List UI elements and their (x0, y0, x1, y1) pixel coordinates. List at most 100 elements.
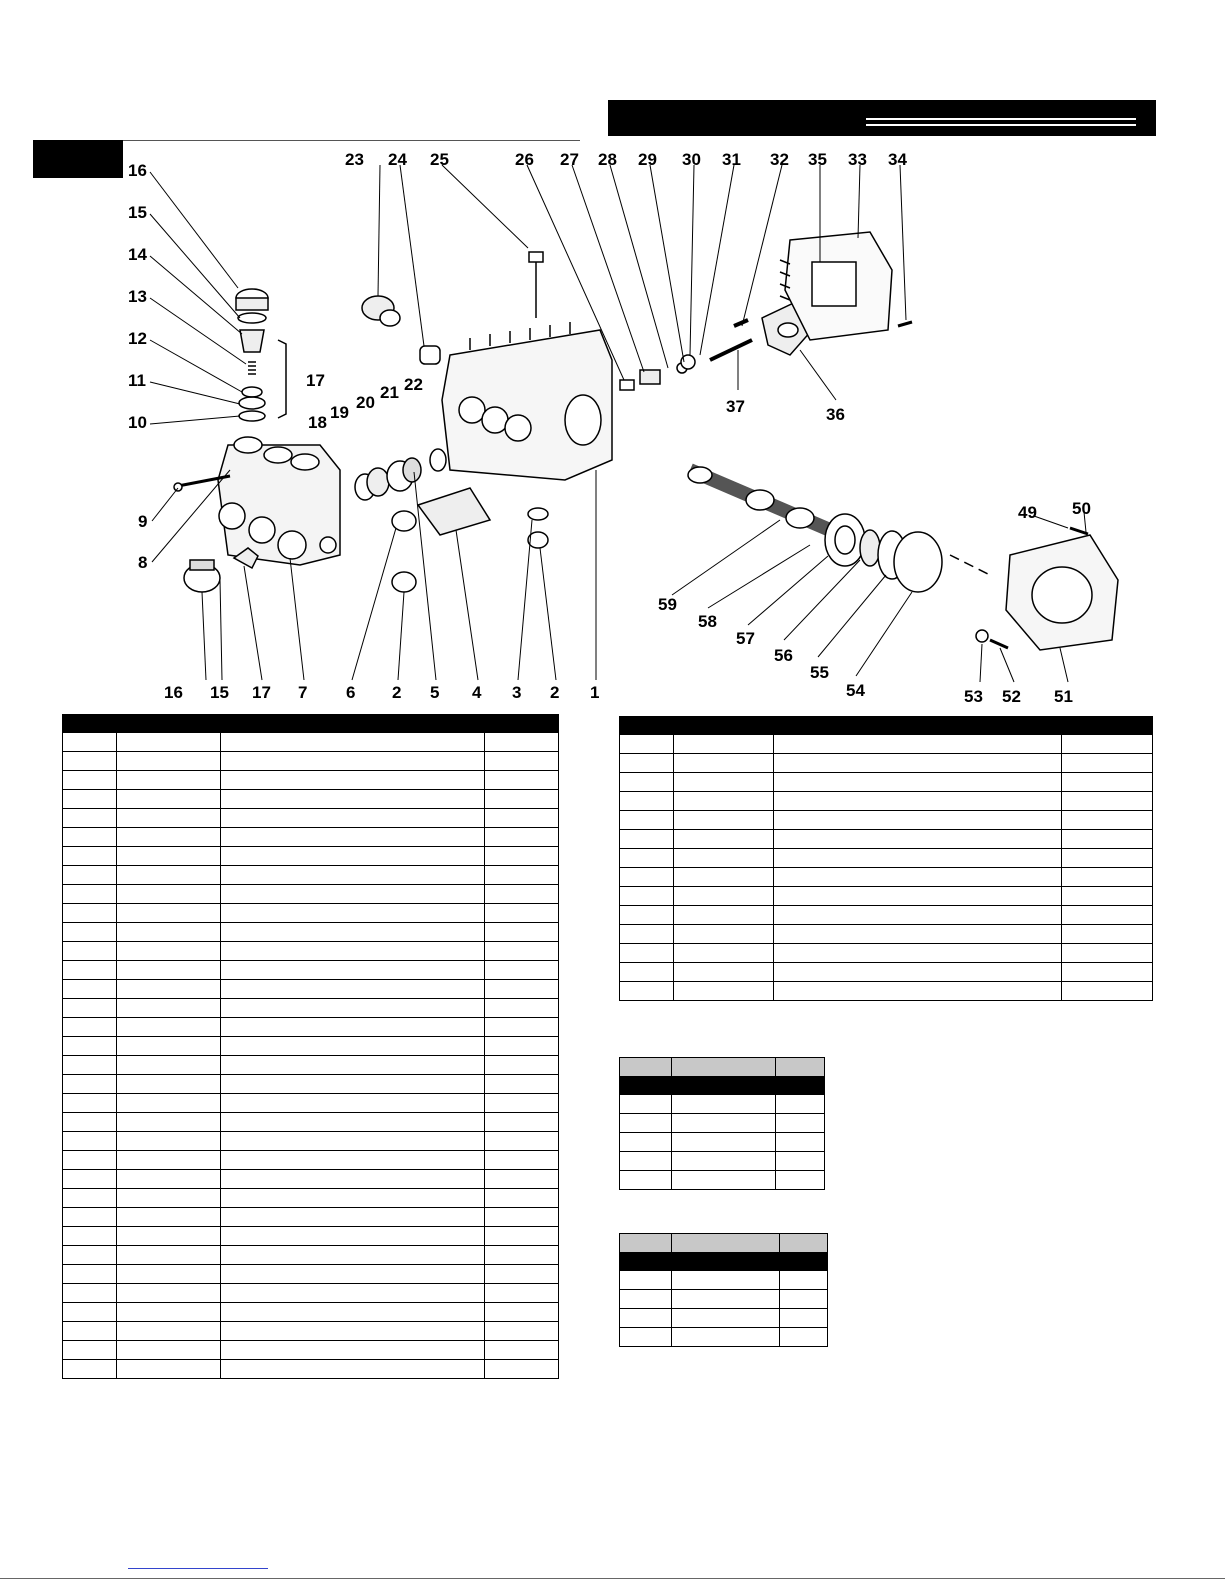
table-cell (62, 1207, 117, 1227)
table-cell (484, 1055, 559, 1075)
table-row (62, 979, 559, 999)
table-cell (673, 867, 774, 887)
table-cell (220, 1093, 485, 1113)
table-cell (116, 1036, 221, 1056)
table-cell (116, 922, 221, 942)
table-cell (220, 1169, 485, 1189)
table-cell (220, 1340, 485, 1360)
table-cell (484, 865, 559, 885)
table-row (619, 734, 1153, 754)
table-cell (1061, 981, 1153, 1001)
table-cell (484, 1302, 559, 1322)
table-cell (116, 827, 221, 847)
table-cell (62, 751, 117, 771)
table-row (62, 827, 559, 847)
table-cell (116, 1340, 221, 1360)
table-row (619, 1132, 825, 1152)
callout-21: 21 (380, 383, 399, 402)
table-cell (220, 903, 485, 923)
table-row (62, 865, 559, 885)
callout-2: 2 (392, 683, 401, 702)
callout-2-right: 2 (550, 683, 559, 702)
table-row (619, 1270, 828, 1290)
table-cell (116, 751, 221, 771)
callout-6: 6 (346, 683, 355, 702)
table-row (619, 791, 1153, 811)
table-cell (1061, 716, 1153, 735)
table-cell (62, 1264, 117, 1284)
callout-29: 29 (638, 150, 657, 169)
table-cell (62, 1150, 117, 1170)
table-cell (673, 848, 774, 868)
table-cell (671, 1113, 776, 1133)
table-cell (673, 791, 774, 811)
table-cell (671, 1076, 776, 1095)
callout-26: 26 (515, 150, 534, 169)
callout-16: 16 (128, 161, 147, 180)
callout-20: 20 (356, 393, 375, 412)
table-cell (220, 1207, 485, 1227)
table-cell (116, 732, 221, 752)
flange-housing (1005, 534, 1119, 651)
table-cell (116, 903, 221, 923)
table-cell (1061, 772, 1153, 792)
table-cell (484, 1226, 559, 1246)
footer-link[interactable] (128, 1568, 268, 1569)
table-row (62, 846, 559, 866)
valve-small (232, 547, 259, 570)
table-cell (484, 960, 559, 980)
table-cell (220, 922, 485, 942)
table-row (619, 753, 1153, 773)
table-cell (220, 1226, 485, 1246)
table-cell (62, 1074, 117, 1094)
table-cell (116, 1074, 221, 1094)
table-cell (671, 1094, 776, 1114)
table-cell (619, 1270, 672, 1290)
table-cell (673, 734, 774, 754)
table-cell (484, 1112, 559, 1132)
table-cell (62, 1302, 117, 1322)
table-row (62, 1283, 559, 1303)
table-cell (773, 886, 1062, 906)
table-cell (116, 846, 221, 866)
table-cell (773, 829, 1062, 849)
table-cell (1061, 905, 1153, 925)
table-cell (484, 884, 559, 904)
section-tab (33, 140, 123, 178)
table-cell (484, 1245, 559, 1265)
table-cell (62, 1359, 117, 1379)
table-cell (484, 903, 559, 923)
table-header-row (62, 714, 559, 733)
table-cell (484, 1321, 559, 1341)
table-cell (773, 905, 1062, 925)
table-cell (673, 962, 774, 982)
table-cell (673, 905, 774, 925)
table-cell (220, 960, 485, 980)
table-cell (484, 979, 559, 999)
table-cell (673, 753, 774, 773)
table-cell (220, 1150, 485, 1170)
parts-table-right (619, 716, 1153, 1001)
table-cell (220, 714, 485, 733)
table-cell (62, 1169, 117, 1189)
table-cell (220, 1264, 485, 1284)
callout-36: 36 (826, 405, 845, 424)
table-cell (673, 981, 774, 1001)
table-cell (62, 1131, 117, 1151)
table-cell (62, 770, 117, 790)
table-title-row (619, 1057, 825, 1077)
table-cell (116, 714, 221, 733)
table-cell (779, 1252, 828, 1271)
table-cell (673, 829, 774, 849)
table-cell (62, 922, 117, 942)
table-cell (619, 1252, 672, 1271)
table-cell (116, 884, 221, 904)
table-cell (1061, 791, 1153, 811)
table-cell (62, 884, 117, 904)
table-cell (220, 1036, 485, 1056)
header-rule (33, 140, 580, 141)
table-cell (484, 1093, 559, 1113)
table-row (619, 1151, 825, 1171)
table-row (62, 1340, 559, 1360)
table-cell (220, 808, 485, 828)
